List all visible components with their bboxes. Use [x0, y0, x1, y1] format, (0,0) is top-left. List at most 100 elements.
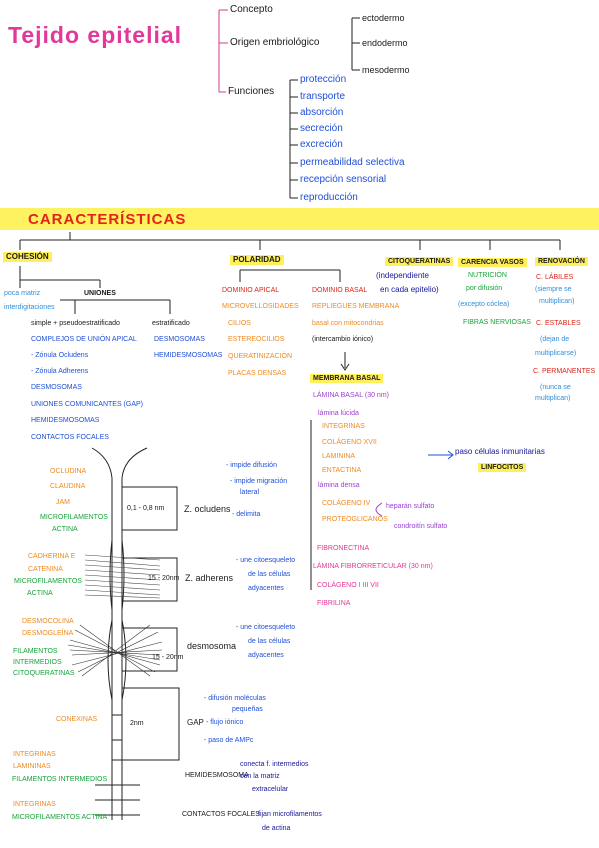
carencia-line4: FIBRAS NERVIOSAS [463, 319, 531, 326]
celulas-permanentes: C. PERMANENTES [533, 368, 596, 375]
citoqueratinas-line2: en cada epitelio) [380, 285, 439, 294]
za-item: - une citoesqueleto [236, 557, 296, 564]
protein-label: OCLUDINA [50, 468, 87, 475]
apical-item: CILIOS [228, 320, 251, 327]
contactos-item: de actina [262, 825, 291, 832]
estr-hemidesmosomas: HEMIDESMOSOMAS [154, 352, 223, 359]
protein-label: LAMININAS [13, 763, 51, 770]
apical-item: MICROVELLOSIDADES [222, 303, 299, 310]
lamina-densa: lámina densa [318, 482, 360, 489]
zonula-ocludens: - Zónula Ocludens [31, 352, 89, 359]
basal-item: REPLIEGUES MEMBRANA [312, 303, 400, 310]
carencia-line3: (excepto cóclea) [458, 301, 510, 308]
des-item: adyacentes [248, 652, 284, 659]
paso-celulas: paso células inmunitarias [455, 447, 545, 456]
lamina-item: ENTACTINA [322, 467, 362, 474]
protein-label: DESMOCOLINA [22, 618, 74, 625]
box-size-label: 15 - 20nm [152, 654, 184, 661]
estr-desmosomas: DESMOSOMAS [154, 336, 205, 343]
filament-label: FILAMENTOS [13, 648, 58, 655]
box-size-label: 0,1 - 0,8 nm [127, 505, 165, 512]
funciones-label: Funciones [228, 86, 275, 97]
estables-note: (dejan de [540, 336, 570, 343]
protein-label: CADHERINA E [28, 553, 76, 560]
protein-label: CLAUDINA [50, 483, 86, 490]
za-item: adyacentes [248, 585, 284, 592]
complejos-union: COMPLEJOS DE UNIÓN APICAL [31, 336, 137, 343]
lamina-item: INTEGRINAS [322, 423, 365, 430]
funcion-item: transporte [300, 91, 346, 102]
lamina-basal: LÁMINA BASAL (30 nm) [313, 392, 389, 399]
hemidesmosomas: HEMIDESMOSOMAS [31, 417, 100, 424]
carencia-line1: NUTRICIÓN [468, 272, 507, 279]
fibrilina: FIBRILINA [317, 600, 351, 607]
page-title: Tejido epitelial [8, 22, 183, 48]
zo-item: lateral [240, 489, 260, 496]
zo-item: - delimita [232, 511, 261, 518]
estables-note: multiplicarse) [535, 350, 577, 357]
concepto-label: Concepto [230, 4, 273, 15]
labiles-note: multiplican) [539, 298, 575, 305]
funcion-item: absorción [300, 107, 344, 118]
colageno-iv: COLÁGENO IV [322, 500, 371, 507]
hemidesmosoma-label: HEMIDESMOSOMA [185, 772, 249, 779]
filament-label: ACTINA [52, 526, 78, 533]
desmosoma-label: desmosoma [187, 641, 237, 651]
gap-item: - paso de AMPc [204, 737, 254, 744]
estratificado-label: estratificado [152, 320, 190, 327]
protein-label: INTEGRINAS [13, 751, 56, 758]
funcion-item: recepción sensorial [300, 174, 387, 185]
mesodermo-label: mesodermo [362, 65, 410, 75]
z-adherens-label: Z. adherens [185, 573, 234, 583]
filament-label: MICROFILAMENTOS ACTINA [12, 814, 108, 821]
des-item: de las células [248, 638, 291, 645]
permanentes-note: (nunca se [540, 384, 571, 391]
carencia-line2: por difusión [466, 285, 503, 292]
box-size-label: 15 - 20nm [148, 575, 180, 582]
labiles-note: (siempre se [535, 286, 572, 293]
desmosomas: DESMOSOMAS [31, 384, 82, 391]
citoqueratinas-heading: CITOQUERATINAS [385, 257, 454, 266]
cohesion-heading: COHESIÓN [3, 252, 52, 262]
poca-matriz: poca matriz [4, 290, 41, 297]
uniones-comunicantes: UNIONES COMUNICANTES (GAP) [31, 401, 144, 408]
zo-item: - impide difusión [226, 462, 277, 469]
ectodermo-label: ectodermo [362, 13, 405, 23]
renovacion-heading: RENOVACIÓN [535, 257, 588, 266]
z-ocludens-label: Z. ocludens [184, 504, 231, 514]
endodermo-label: endodermo [362, 38, 408, 48]
celulas-labiles: C. LÁBILES [536, 274, 574, 281]
lamina-fibrorreticular: LÁMINA FIBRORRETICULAR (30 nm) [313, 563, 433, 570]
filament-label: FILAMENTOS INTERMEDIOS [12, 776, 108, 783]
funcion-item: reproducción [300, 192, 358, 203]
lamina-item: LAMININA [322, 453, 356, 460]
lamina-item: COLÁGENO XVII [322, 439, 377, 446]
zo-item: - impide migración [230, 478, 288, 485]
condroitin-sulfato: condroitín sulfato [394, 523, 448, 530]
caracteristicas-heading: Características [28, 211, 187, 228]
carencia-heading: CARENCIA VASOS [458, 258, 527, 267]
hemi-item: conecta f. intermedios [240, 761, 309, 768]
apical-item: ESTEREOCILIOS [228, 336, 285, 343]
interdigitaciones: interdigitaciones [4, 304, 55, 311]
za-item: de las células [248, 571, 291, 578]
permanentes-note: multiplican) [535, 395, 571, 402]
gap-item: - difusión moléculas [204, 695, 266, 702]
des-item: - une citoesqueleto [236, 624, 296, 631]
dominio-apical: DOMINIO APICAL [222, 287, 280, 294]
fibronectina: FIBRONECTINA [317, 545, 370, 552]
protein-label: INTEGRINAS [13, 801, 56, 808]
dominio-basal: DOMINIO BASAL [312, 287, 368, 294]
protein-label: CATENINA [28, 566, 63, 573]
colagenos: COLÁGENO I III VII [317, 582, 379, 589]
apical-item: QUERATINIZACIÓN [228, 353, 293, 360]
proteoglicanos: PROTEOGLICANOS [322, 516, 388, 523]
contactos-focales-label: CONTACTOS FOCALES [182, 811, 260, 818]
protein-label: DESMOGLEÍNA [22, 630, 74, 637]
hemi-item: extracelular [252, 786, 289, 793]
polaridad-heading: POLARIDAD [230, 255, 284, 265]
filament-label: ACTINA [27, 590, 53, 597]
lamina-lucida: lámina lúcida [318, 410, 359, 417]
